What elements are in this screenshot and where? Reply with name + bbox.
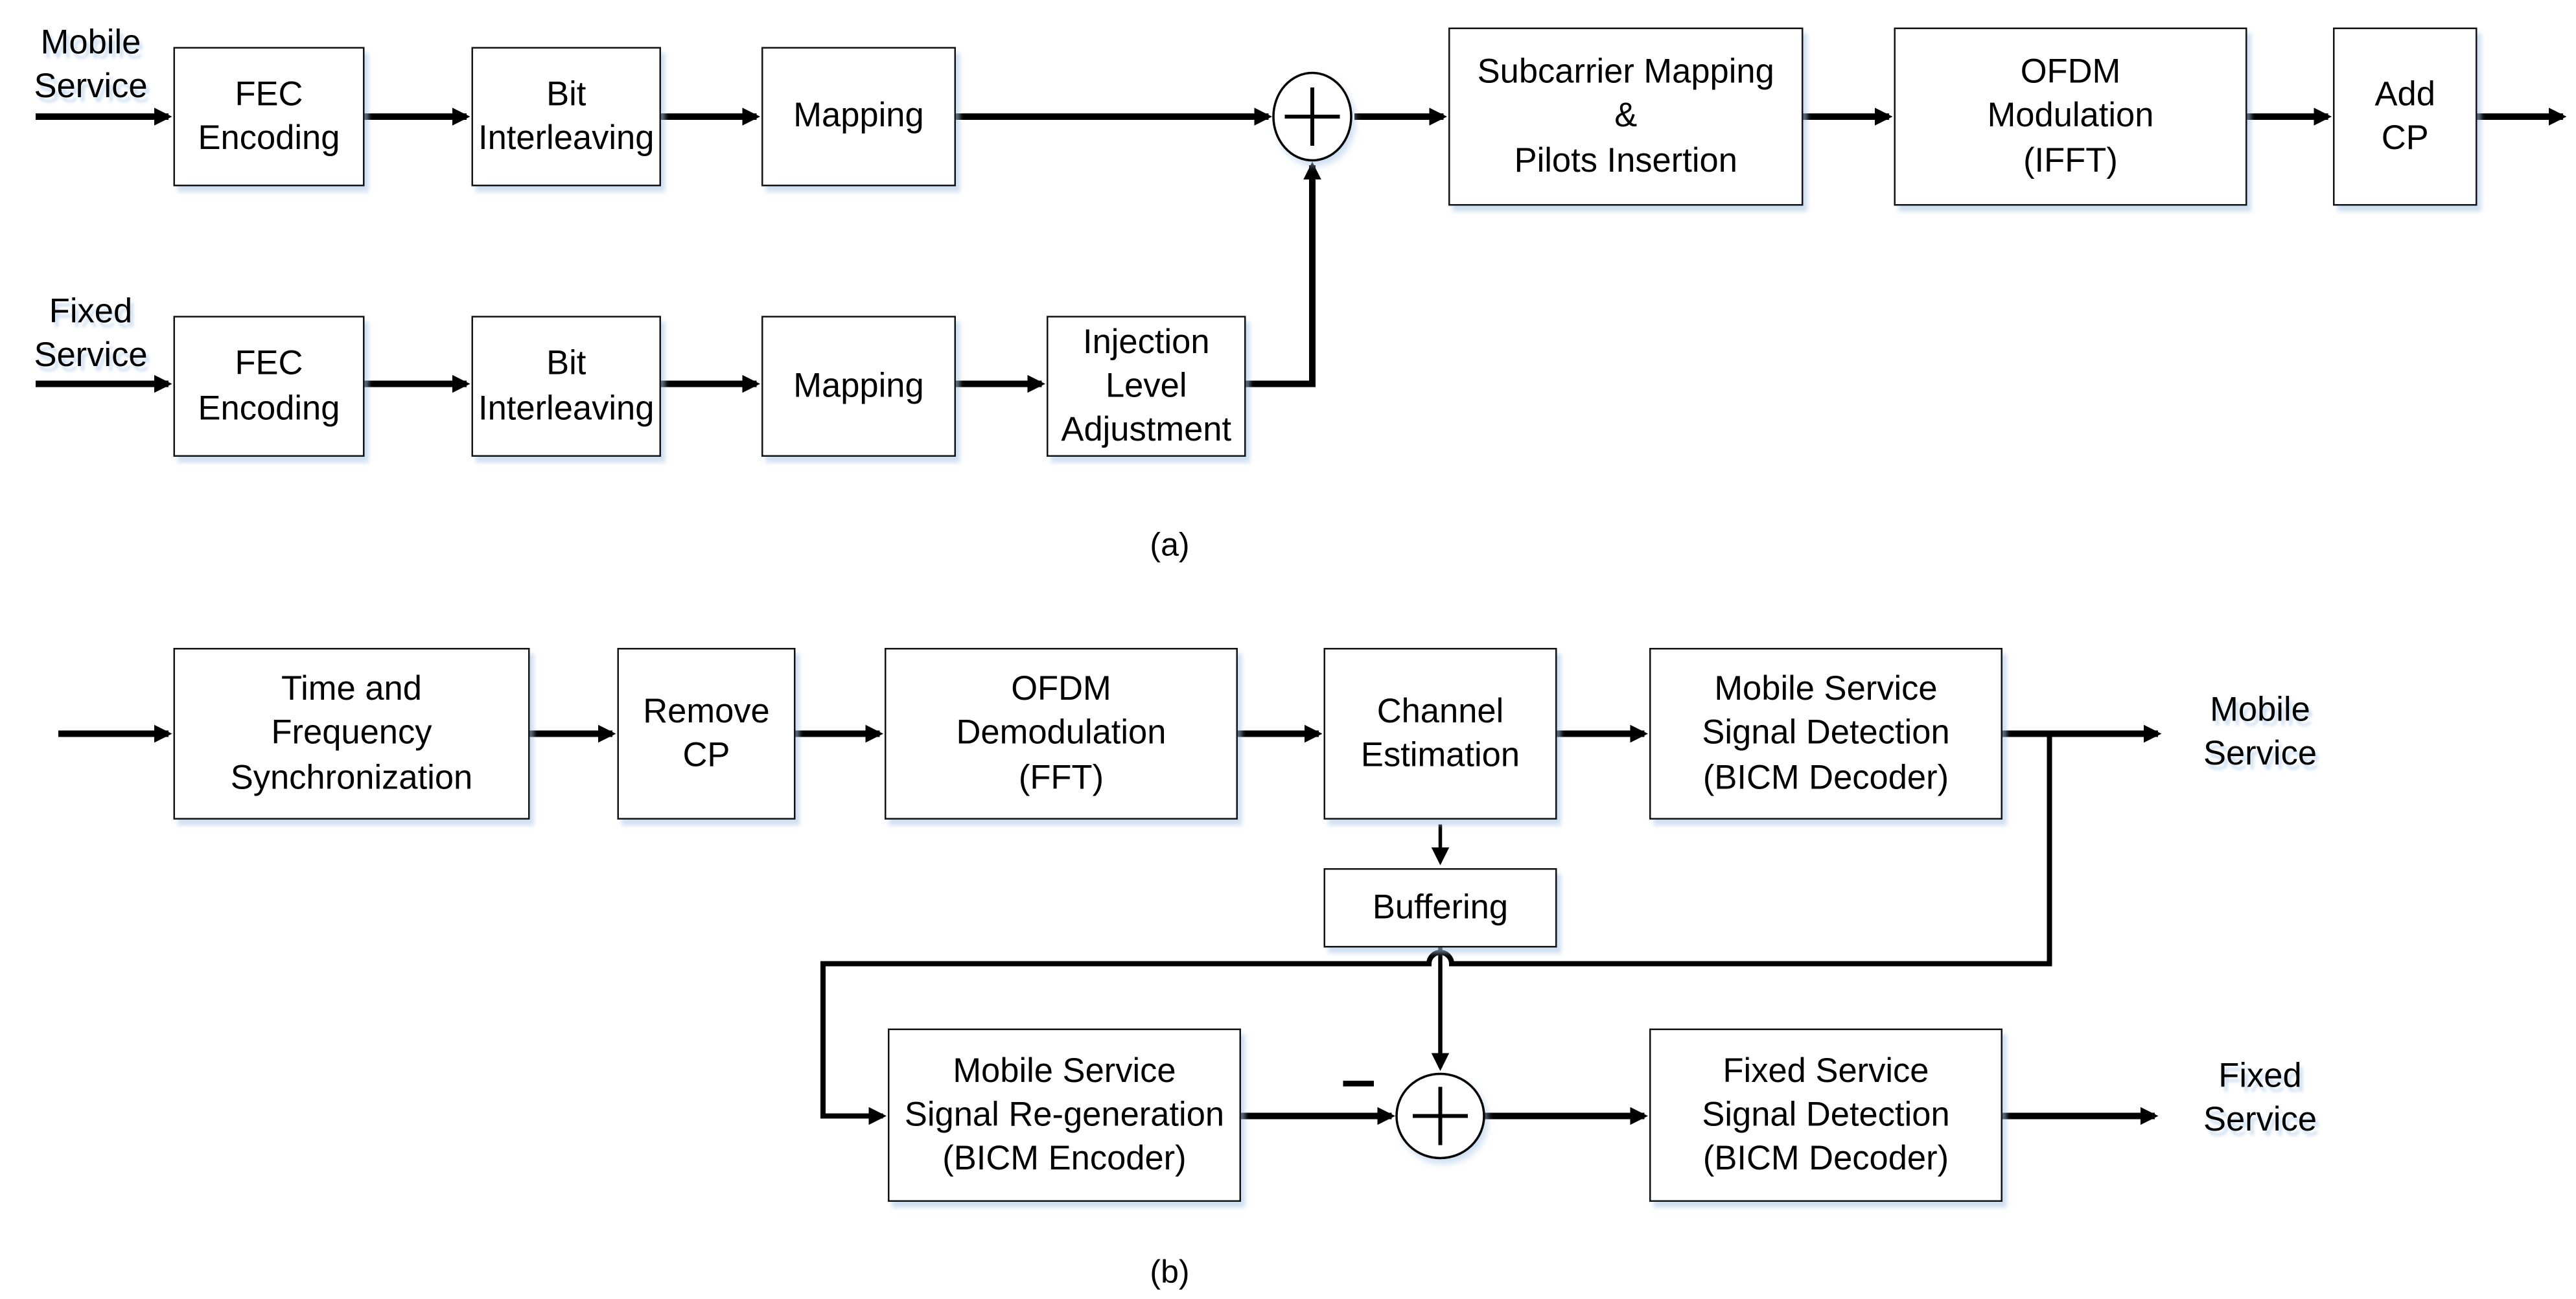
fixed-service-input-label: Fixed Service [34,293,148,374]
block-fixed-service-signal-detection: Fixed Service Signal Detection (BICM Dec… [1649,1028,2002,1202]
block-mapping-mobile: Mapping [761,47,956,187]
block-channel-estimation: Channel Estimation [1323,648,1557,820]
block-mobile-service-signal-detection: Mobile Service Signal Detection (BICM De… [1649,648,2002,820]
block-injection-level-adjustment: Injection Level Adjustment [1047,316,1246,457]
block-mobile-signal-regeneration: Mobile Service Signal Re-generation (BIC… [888,1028,1241,1202]
block-remove-cp: Remove CP [617,648,796,820]
block-mapping-fixed: Mapping [761,316,956,457]
block-ofdm-demodulation: OFDM Demodulation (FFT) [885,648,1238,820]
block-subcarrier-mapping: Subcarrier Mapping & Pilots Insertion [1448,27,1804,206]
arrow-injection-to-adder [1246,161,1321,387]
adder-b-plus-icon [1413,1086,1468,1145]
adder-a-plus-icon [1284,87,1340,146]
adder-b-symbol [1395,1072,1485,1160]
block-fec-encoding-fixed: FEC Encoding [173,316,365,457]
adder-a-symbol [1272,71,1352,162]
block-bit-interleaving-fixed: Bit Interleaving [471,316,661,457]
block-bit-interleaving-mobile: Bit Interleaving [471,47,661,187]
panel-a-caption: (a) [1150,528,1190,564]
mobile-service-output-label: Mobile Service [2203,691,2317,773]
block-add-cp: Add CP [2333,27,2477,206]
panel-b-caption: (b) [1150,1255,1190,1291]
fixed-service-output-label: Fixed Service [2203,1057,2317,1139]
block-ofdm-modulation: OFDM Modulation (IFFT) [1894,27,2247,206]
block-time-frequency-sync: Time and Frequency Synchronization [173,648,530,820]
mobile-service-input-label: Mobile Service [34,24,148,106]
block-buffering: Buffering [1323,868,1557,948]
block-fec-encoding-mobile: FEC Encoding [173,47,365,187]
